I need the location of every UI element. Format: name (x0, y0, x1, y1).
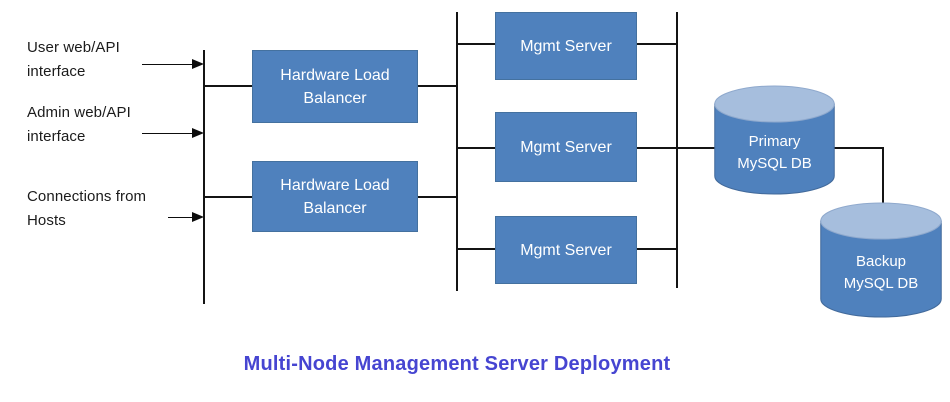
input-label-user: User web/API interface (27, 36, 202, 84)
primary-db-line1: Primary (748, 133, 801, 150)
arrow-shaft (142, 63, 192, 65)
mgmt-server-2-label: Mgmt Server (520, 138, 612, 156)
input-label-admin-line1: Admin web/API (27, 104, 131, 121)
arrow-shaft (142, 132, 192, 134)
loadbalancer-bus-line (456, 12, 458, 291)
connector-line (456, 43, 495, 45)
connector-line (456, 147, 495, 149)
mgmt-server-node-1: Mgmt Server (495, 12, 637, 80)
mgmt-server-1-label: Mgmt Server (520, 37, 612, 55)
primary-db-label: Primary MySQL DB (714, 85, 835, 195)
backup-db-cylinder: Backup MySQL DB (820, 202, 942, 318)
mgmt-server-node-3: Mgmt Server (495, 216, 637, 284)
input-label-admin: Admin web/API interface (27, 101, 202, 149)
hosts-arrow-right-icon (168, 211, 204, 223)
connector-line (418, 85, 456, 87)
connector-line (204, 196, 252, 198)
load-balancer-1-line2: Balancer (303, 89, 367, 107)
backup-db-line2: MySQL DB (843, 275, 919, 292)
load-balancer-1-line1: Hardware Load (280, 66, 390, 84)
connector-line (418, 196, 456, 198)
load-balancer-node-2: Hardware Load Balancer (252, 161, 418, 232)
connector-line (456, 248, 495, 250)
arrowhead-icon (192, 59, 204, 69)
load-balancer-node-1: Hardware Load Balancer (252, 50, 418, 123)
arrow-shaft (168, 216, 192, 218)
connector-line (204, 85, 252, 87)
load-balancer-2-line2: Balancer (303, 199, 367, 217)
arrowhead-icon (192, 212, 204, 222)
input-label-user-line2: interface (27, 63, 86, 80)
input-label-hosts-line2: Hosts (27, 212, 66, 229)
backup-db-drop-line (882, 147, 884, 212)
user-arrow-right-icon (142, 58, 204, 70)
backup-db-label: Backup MySQL DB (820, 202, 942, 318)
input-label-admin-line2: interface (27, 128, 86, 145)
primary-db-cylinder: Primary MySQL DB (714, 85, 835, 195)
database-cylinder-icon (820, 202, 942, 318)
mgmt-server-node-2: Mgmt Server (495, 112, 637, 182)
backup-db-line1: Backup (855, 253, 907, 270)
admin-arrow-right-icon (142, 127, 204, 139)
connector-line (637, 147, 716, 149)
input-label-hosts-line1: Connections from (27, 188, 147, 205)
mgmt-bus-line (676, 12, 678, 288)
input-label-hosts: Connections from Hosts (27, 185, 202, 233)
load-balancer-2-line1: Hardware Load (280, 176, 390, 194)
connector-line (831, 147, 883, 149)
input-bus-line (203, 50, 205, 304)
primary-db-line2: MySQL DB (737, 155, 812, 172)
connector-line (637, 43, 676, 45)
arrowhead-icon (192, 128, 204, 138)
database-cylinder-icon (714, 85, 835, 195)
mgmt-server-3-label: Mgmt Server (520, 241, 612, 259)
connector-line (637, 248, 676, 250)
diagram-title: Multi-Node Management Server Deployment (243, 353, 671, 375)
input-label-user-line1: User web/API (27, 39, 120, 56)
